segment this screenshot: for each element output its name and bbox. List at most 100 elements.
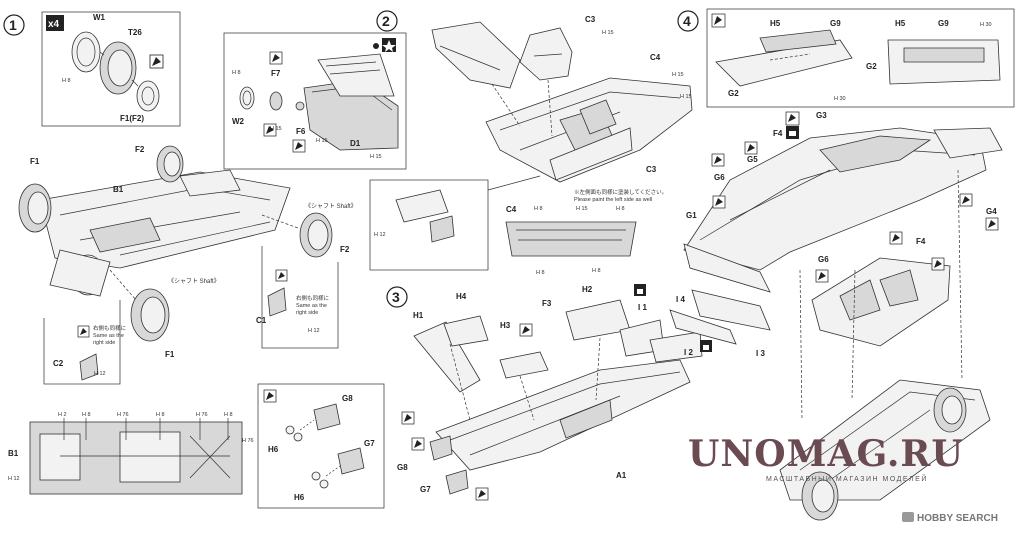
label-h8-c: H 8 xyxy=(534,206,543,212)
label-h15-c: H 15 xyxy=(370,154,382,160)
part-h6-b1 xyxy=(311,471,321,481)
watermark-tagline: МАСШТАБНЫЙ МАГАЗИН МОДЕЛЕЙ xyxy=(766,474,928,483)
glue-icon xyxy=(77,325,90,338)
dash-panel xyxy=(317,53,395,97)
part-h2 xyxy=(565,299,631,341)
label-h6-b: H6 xyxy=(294,493,305,502)
label-g6-b: G6 xyxy=(818,255,829,264)
glue-icon xyxy=(411,437,425,451)
credit: HOBBY SEARCH xyxy=(902,512,998,524)
bumper-box xyxy=(706,8,1015,108)
paint-icon xyxy=(786,126,799,139)
label-g3: G3 xyxy=(816,111,827,120)
glue-icon xyxy=(149,54,164,69)
label-h12-c: H 12 xyxy=(374,232,386,238)
label-h12-d: H 12 xyxy=(8,476,20,482)
part-i2 xyxy=(649,331,703,363)
label-h8-f: H 8 xyxy=(592,268,601,274)
watermark-brand: UNOMAG.RU xyxy=(688,433,964,475)
label-h8-d: H 8 xyxy=(232,70,241,76)
paint-note-jp: ※左側面も同様に塗装してください。 xyxy=(574,188,667,196)
label-c4: C4 xyxy=(650,53,661,62)
label-c3-b: C3 xyxy=(646,165,657,174)
part-f6 xyxy=(295,101,305,111)
interior-tub xyxy=(811,257,951,347)
label-b1-bottom: B1 xyxy=(8,449,19,458)
glue-icon xyxy=(401,411,415,425)
label-g8: G8 xyxy=(397,463,408,472)
glue-icon xyxy=(263,389,277,403)
label-h76-c: H 76 xyxy=(242,438,254,444)
part-w2 xyxy=(239,86,255,110)
step-3: 3 H1 H4 F3 H2 I 4 H3 I 1 I 2 I 3 G8 G7 A xyxy=(386,284,765,501)
windshield xyxy=(819,135,932,173)
label-g7: G7 xyxy=(420,485,431,494)
label-h12: H 12 xyxy=(308,328,320,334)
step-3-circle xyxy=(386,286,408,308)
glue-icon xyxy=(711,153,725,167)
label-i1: I 1 xyxy=(638,303,647,312)
label-h6-a: H6 xyxy=(268,445,279,454)
watermark: UNOMAG.RU МАСШТАБНЫЙ МАГАЗИН МОДЕЛЕЙ xyxy=(688,433,964,483)
body-shell xyxy=(683,127,987,271)
label-f2: F2 xyxy=(135,145,145,154)
hobby-search-logo-icon xyxy=(902,512,914,522)
floor-panel-c4 xyxy=(505,221,637,257)
label-c3: C3 xyxy=(585,15,596,24)
label-h15-a: H 15 xyxy=(270,126,282,132)
front-grille-g1 xyxy=(683,243,771,293)
label-f6: F6 xyxy=(296,127,306,136)
note-c1-jp: 右側も同様に xyxy=(296,294,329,302)
label-t26: T26 xyxy=(128,28,142,37)
label-h30: H 30 xyxy=(834,96,846,102)
part-i4 xyxy=(669,309,737,345)
hub-f1 xyxy=(136,80,160,112)
label-g5: G5 xyxy=(747,155,758,164)
glue-icon xyxy=(519,323,533,337)
label-a1: A1 xyxy=(616,471,627,480)
c2-callout xyxy=(43,300,121,385)
step-2: 2 C3 H 15 C4 H 15 H 15 C3 H 12 ※左側面も同様に塗… xyxy=(369,10,693,276)
label-g9-b: G9 xyxy=(938,19,949,28)
dashboard-detail: H 8 F7 W2 H 15 F6 H 15 D1 H 15 xyxy=(223,32,407,170)
part-h6-b2 xyxy=(319,479,329,489)
glue-icon xyxy=(634,284,646,296)
label-c2: C2 xyxy=(53,359,64,368)
step-4-body: G3 F4 G5 G6 G1 G6 F4 G4 xyxy=(683,111,1003,521)
label-h8-g: H 8 xyxy=(82,412,91,418)
glue-icon xyxy=(263,123,277,137)
label-h76-b: H 76 xyxy=(196,412,208,418)
glue-icon xyxy=(959,193,973,207)
label-g8-detail: G8 xyxy=(342,394,353,403)
light-detail-box: G8 H6 G7 H6 xyxy=(257,383,385,509)
quantity-label: x4 xyxy=(48,19,60,30)
dashboard-box xyxy=(223,32,407,170)
label-h15-d: H 15 xyxy=(602,30,614,36)
label-g7-detail: G7 xyxy=(364,439,375,448)
label-h8-e: H 8 xyxy=(536,270,545,276)
label-g1: G1 xyxy=(686,211,697,220)
label-i3: I 3 xyxy=(756,349,765,358)
glue-icon xyxy=(889,231,903,245)
detail-box-g7-g8 xyxy=(257,383,385,509)
label-f3: F3 xyxy=(542,299,552,308)
step-number: 2 xyxy=(382,13,390,29)
label-i4: I 4 xyxy=(676,295,685,304)
part-h5-b xyxy=(903,47,985,63)
front-seat-c3 xyxy=(519,27,573,81)
note-c2-en2: right side xyxy=(93,340,115,346)
label-g2: G2 xyxy=(728,89,739,98)
label-g2-b: G2 xyxy=(866,62,877,71)
step-number: 1 xyxy=(9,17,17,33)
label-f4-b: F4 xyxy=(916,237,926,246)
label-f4: F4 xyxy=(773,129,783,138)
glue-icon xyxy=(711,13,726,28)
quantity-badge xyxy=(46,15,64,31)
label-h8-d2: H 8 xyxy=(616,206,625,212)
label-h5: H5 xyxy=(770,19,781,28)
chassis-underside: B1 H 2 H 8 H 76 H 8 H 76 H 8 H 76 H 12 xyxy=(8,412,254,495)
label-h8: H 8 xyxy=(62,78,71,84)
label-h15-g: H 15 xyxy=(576,206,588,212)
paint-note-en: Please paint the left side as well xyxy=(574,197,652,203)
